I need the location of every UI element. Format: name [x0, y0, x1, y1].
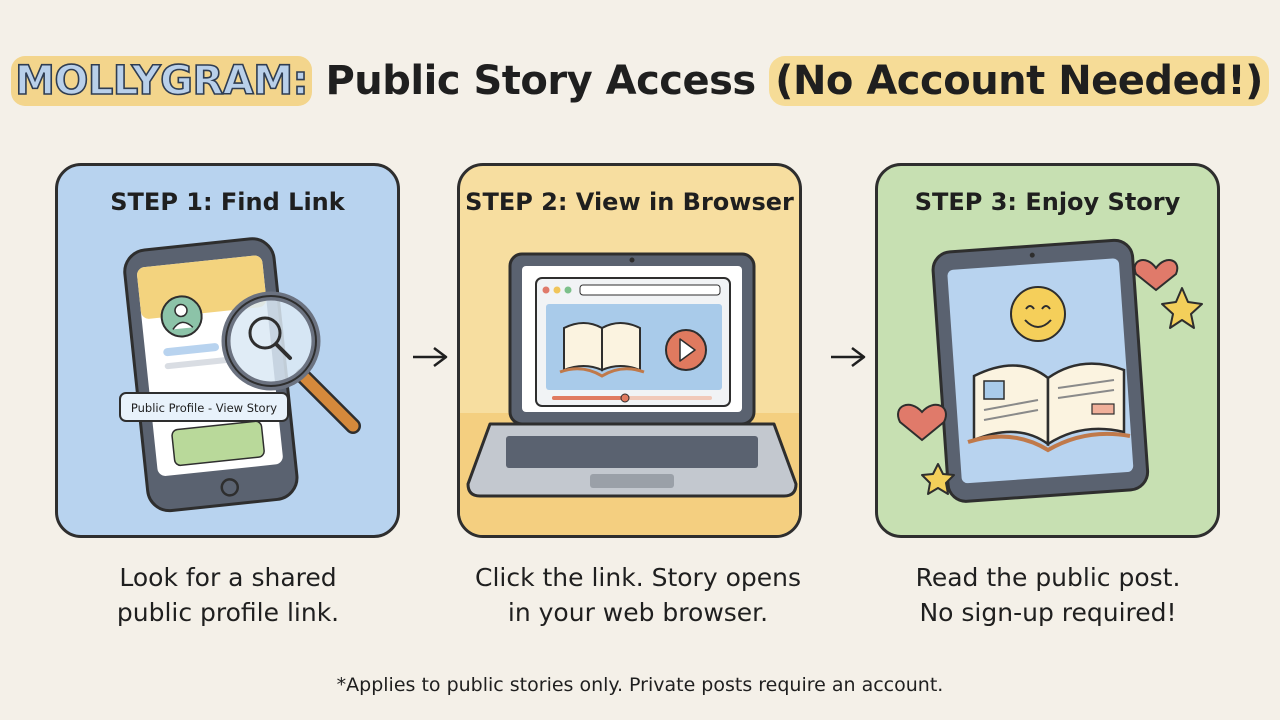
open-book-icon [967, 362, 1131, 453]
play-button-icon [665, 329, 707, 371]
brand-name: MOLLYGRAM: [11, 56, 313, 106]
title-main: Public Story Access [325, 58, 756, 104]
profile-link-tag: Public Profile - View Story [119, 392, 289, 422]
caption-line: Look for a shared [119, 563, 337, 592]
tablet-story-illustration [897, 238, 1203, 503]
laptop-browser-illustration [460, 252, 799, 535]
caption-line: public profile link. [116, 598, 340, 627]
star-icon [1161, 287, 1203, 329]
caption-line: Click the link. Story opens [474, 563, 801, 592]
heart-icon [1133, 259, 1179, 292]
caption-line: No sign-up required! [919, 598, 1177, 627]
smiley-icon [1010, 286, 1066, 342]
browser-window-icon [535, 277, 731, 407]
svg-text:Public Profile - View Story: Public Profile - View Story [131, 401, 277, 415]
arrow-right-icon [831, 347, 866, 367]
step-2-caption: Click the link. Story opens in your web … [458, 560, 818, 630]
step-1-panel: Public Profile - View Story STEP 1: Find… [55, 163, 400, 538]
step-3-caption: Read the public post. No sign-up require… [868, 560, 1228, 630]
magnifier-icon [221, 291, 361, 434]
caption-line: Read the public post. [915, 563, 1181, 592]
phone-search-illustration: Public Profile - View Story [119, 237, 361, 513]
step-1-caption: Look for a shared public profile link. [48, 560, 408, 630]
arrow-right-icon [413, 347, 448, 367]
step-3-panel: STEP 3: Enjoy Story [875, 163, 1220, 538]
step-2-title: STEP 2: View in Browser [465, 188, 794, 216]
book-icon [559, 322, 645, 378]
title-highlight: (No Account Needed!) [769, 56, 1269, 106]
step-2-panel: STEP 2: View in Browser [457, 163, 802, 538]
page-title: MOLLYGRAM: Public Story Access (No Accou… [0, 56, 1280, 106]
star-icon [921, 463, 955, 495]
step-3-title: STEP 3: Enjoy Story [914, 188, 1181, 216]
caption-line: in your web browser. [507, 598, 769, 627]
footnote: *Applies to public stories only. Private… [336, 674, 944, 696]
heart-icon [897, 403, 947, 442]
step-1-title: STEP 1: Find Link [110, 188, 345, 216]
